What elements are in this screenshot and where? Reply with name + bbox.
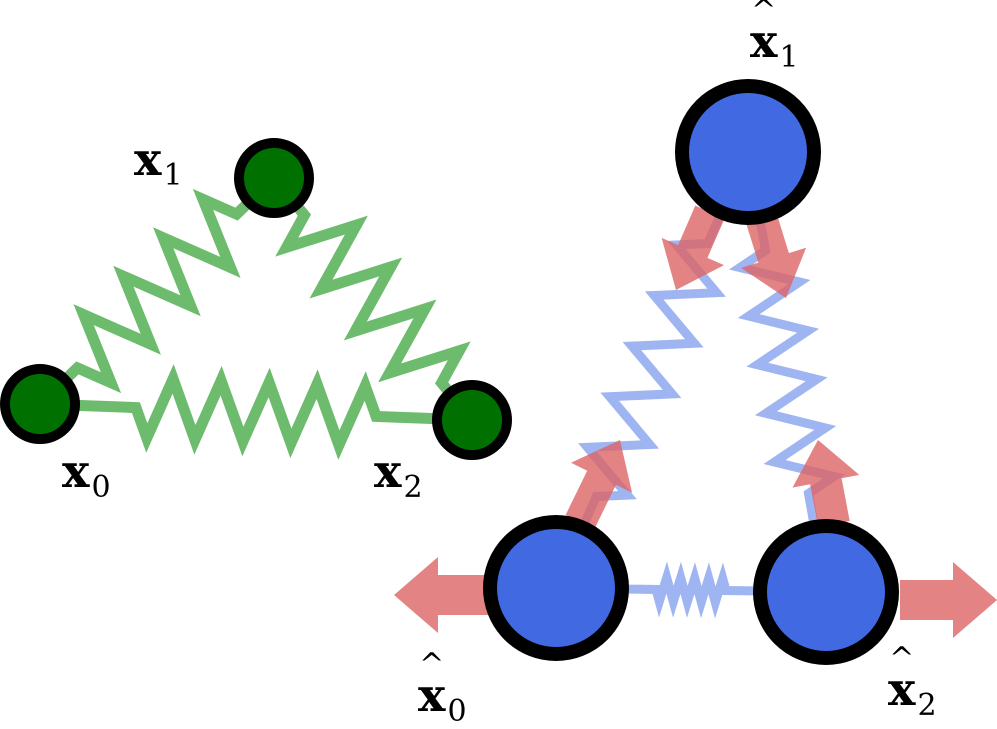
force-arrow-xhat2-up [792,440,860,527]
force-arrows-layer [394,205,997,638]
label-x0: x0 [62,444,111,505]
node-xhat2 [753,519,899,665]
node-x2 [432,380,512,460]
force-arrow-xhat1-down-right [741,209,807,298]
node-x1 [234,138,314,218]
label-x2: x2 [374,444,423,505]
label-xhat1: ^x1 [750,0,799,75]
force-arrow-xhat0-up [565,440,633,529]
spring-xhat0-xhat2 [555,561,827,619]
force-arrow-xhat2-right [900,562,997,638]
node-x0 [0,364,80,444]
label-x1: x1 [134,132,183,193]
force-arrow-xhat1-down-left [661,205,725,290]
spring-x1-x2 [269,174,477,424]
label-xhat0: ^x0 [418,647,467,729]
spring-x0-x2 [39,364,473,460]
node-xhat0 [483,515,629,661]
nodes-layer [0,79,899,665]
label-xhat2: ^x2 [888,641,937,723]
force-arrow-xhat0-left [394,557,490,633]
node-xhat1 [675,79,821,225]
spring-x0-x1 [36,174,278,408]
